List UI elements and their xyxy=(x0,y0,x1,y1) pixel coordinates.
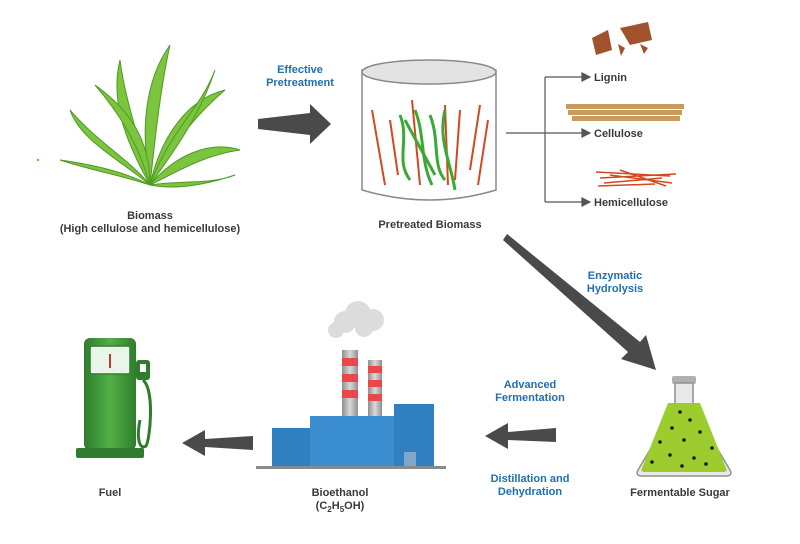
bioethanol-title: Bioethanol xyxy=(311,487,369,499)
fuel-pump-icon xyxy=(76,338,153,458)
formula-part: OH) xyxy=(344,500,365,512)
hydrolysis-step-label: Enzymatic Hydrolysis xyxy=(575,270,655,296)
hydrolysis-line1: Enzymatic xyxy=(587,270,643,282)
fermentation-line1: Advanced xyxy=(503,379,557,391)
pretreated-biomass-label: Pretreated Biomass xyxy=(378,219,482,231)
bioethanol-formula: (C2H5OH) xyxy=(290,500,390,514)
formula-part: H xyxy=(331,500,340,512)
biomass-plant-icon xyxy=(59,44,241,188)
component-lignin-label: Lignin xyxy=(594,72,627,84)
pretreatment-line1: Effective xyxy=(277,64,323,76)
fermentable-sugar-label: Fermentable Sugar xyxy=(630,487,730,499)
hemicellulose-icon xyxy=(595,169,677,187)
hydrolysis-line2: Hydrolysis xyxy=(586,283,644,295)
arrow-fuel-icon xyxy=(182,430,253,456)
stray-dot xyxy=(36,158,40,162)
bioethanol-factory-icon xyxy=(256,301,446,469)
biomass-label: Biomass (High cellulose and hemicellulos… xyxy=(40,210,260,236)
formula-subscript: 5 xyxy=(339,505,345,514)
lignin-icon xyxy=(592,22,652,56)
arrow-fermentation-icon xyxy=(485,423,556,449)
formula-subscript: 2 xyxy=(327,505,332,514)
sugar-flask-icon xyxy=(636,376,732,477)
component-split-lines xyxy=(506,72,592,207)
formula-part: (C xyxy=(315,500,328,512)
component-hemicellulose-label: Hemicellulose xyxy=(594,197,668,209)
biomass-title: Biomass xyxy=(127,210,173,222)
distillation-step-label: Distillation and Dehydration xyxy=(465,473,595,499)
distillation-line1: Distillation and xyxy=(490,473,570,485)
biomass-subtitle: (High cellulose and hemicellulose) xyxy=(59,223,241,235)
pretreatment-step-label: Effective Pretreatment xyxy=(255,64,345,90)
fermentation-line2: Fermentation xyxy=(495,392,565,404)
distillation-line2: Dehydration xyxy=(497,486,563,498)
pretreatment-line2: Pretreatment xyxy=(266,77,334,89)
pretreated-biomass-icon xyxy=(361,59,497,201)
fuel-label: Fuel xyxy=(98,487,122,499)
component-cellulose-label: Cellulose xyxy=(594,128,643,140)
bioethanol-label: Bioethanol (C2H5OH) xyxy=(290,487,390,514)
arrow-hydrolysis-icon xyxy=(503,234,656,370)
fermentation-step-label: Advanced Fermentation xyxy=(480,379,580,405)
cellulose-icon xyxy=(566,104,684,121)
arrow-pretreatment-icon xyxy=(258,104,331,144)
